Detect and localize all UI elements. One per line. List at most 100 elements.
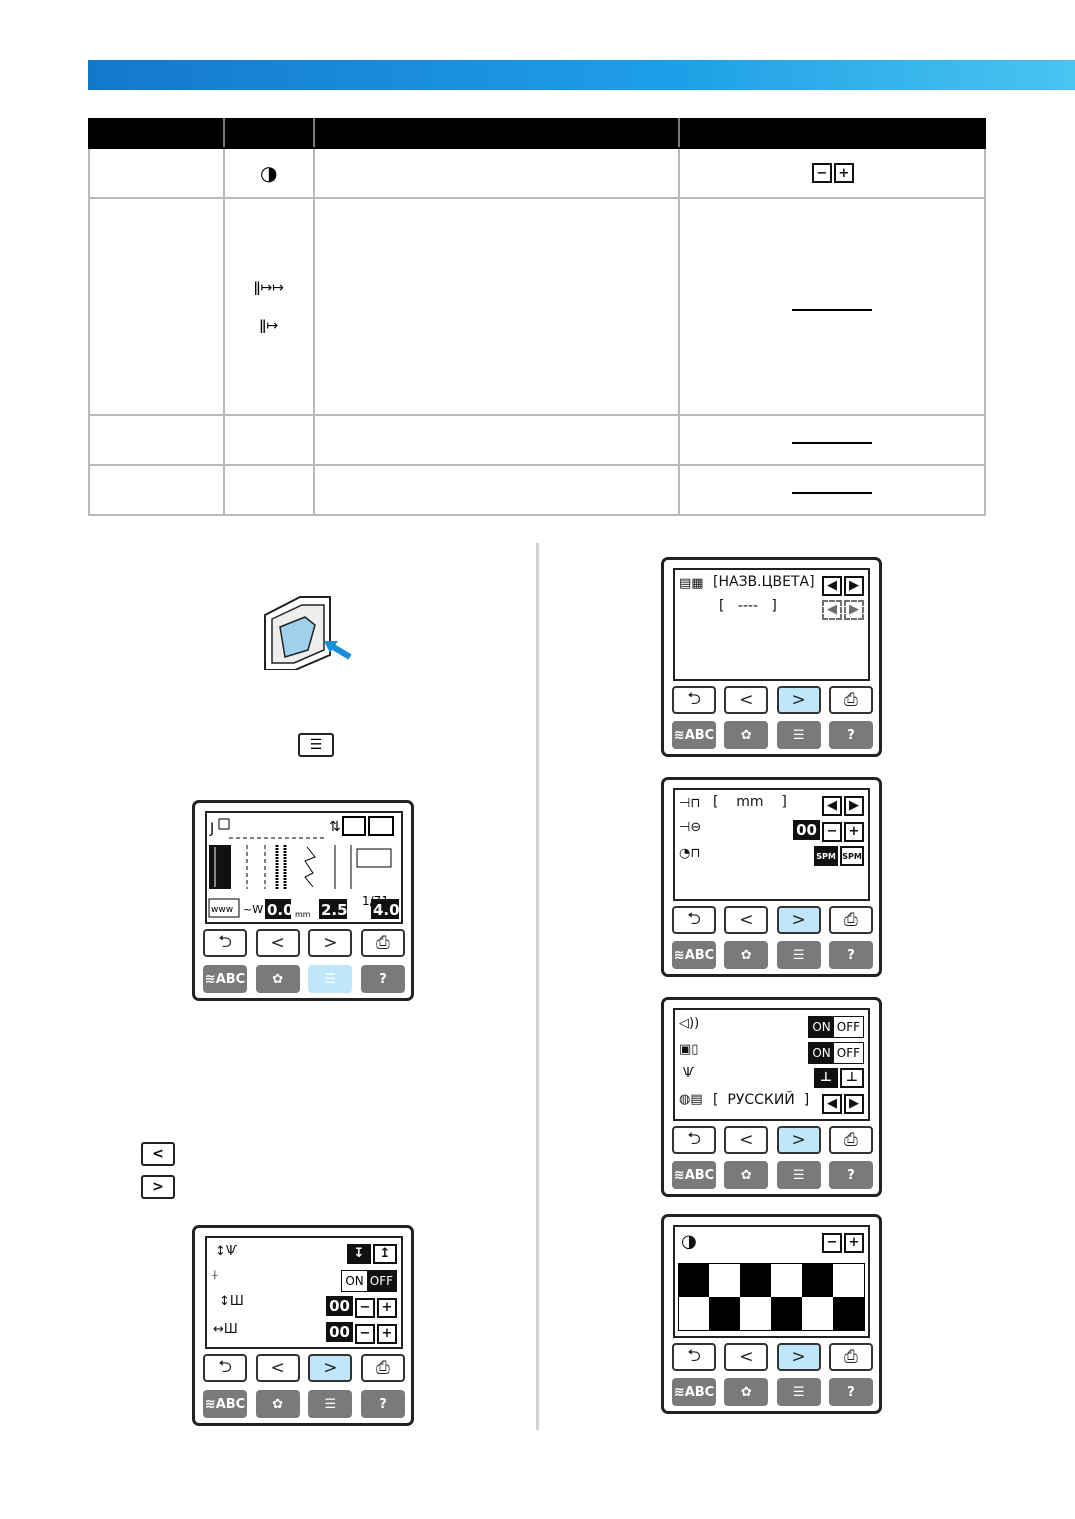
minus-button[interactable]: − <box>822 1232 842 1253</box>
minus-button[interactable]: − <box>355 1323 375 1344</box>
pivot-icon: ⍭ <box>211 1268 219 1283</box>
embroidery-button[interactable]: ✿ <box>724 1161 769 1189</box>
table-row <box>88 464 987 516</box>
right-arrow-button[interactable]: ▶ <box>844 575 864 596</box>
tension-icon: ⊣⊖ <box>679 820 702 835</box>
back-button[interactable]: ⮌ <box>672 906 716 934</box>
left-arrow-button[interactable]: ◀ <box>822 795 842 816</box>
svg-text:J: J <box>209 821 214 837</box>
utility-stitch-button[interactable]: ≋ABC <box>672 1378 716 1406</box>
help-button[interactable]: ? <box>360 1390 405 1418</box>
unit-value: [ mm ] <box>713 794 787 810</box>
thread-color-value: [ ---- ] <box>719 598 777 614</box>
horizontal-adjust-value: 00 <box>326 1322 353 1342</box>
save-button[interactable]: ⎙ <box>360 1354 405 1382</box>
minus-button[interactable]: − <box>355 1297 375 1318</box>
back-button[interactable]: ⮌ <box>672 1126 716 1154</box>
plus-button[interactable]: + <box>844 1232 864 1253</box>
spm-button[interactable]: SPM <box>814 846 838 866</box>
needle-up-down-toggle[interactable]: ↧↥ <box>345 1242 397 1264</box>
embroidery-button[interactable]: ✿ <box>724 941 769 969</box>
help-button[interactable]: ? <box>828 1378 873 1406</box>
save-button[interactable]: ⎙ <box>828 906 873 934</box>
utility-stitch-button[interactable]: ≋ABC <box>672 721 716 749</box>
help-button[interactable]: ? <box>360 965 405 993</box>
header-bar <box>88 60 1075 90</box>
save-button[interactable]: ⎙ <box>360 929 405 957</box>
prev-page-button[interactable]: < <box>724 1343 769 1371</box>
plus-button: + <box>833 163 854 183</box>
table-header-row <box>88 118 987 149</box>
next-page-button[interactable]: > <box>776 686 821 714</box>
embroidery-button[interactable]: ✿ <box>255 965 300 993</box>
save-button[interactable]: ⎙ <box>828 1343 873 1371</box>
help-button[interactable]: ? <box>828 941 873 969</box>
settings-button[interactable]: ☰ <box>776 721 821 749</box>
vertical-adjust-value: 00 <box>326 1296 353 1316</box>
next-page-button[interactable]: > <box>776 1126 821 1154</box>
help-button[interactable]: ? <box>828 1161 873 1189</box>
settings-button[interactable]: ☰ <box>776 941 821 969</box>
prev-page-button[interactable]: < <box>255 929 300 957</box>
stitch-select-display: J ⇅ 1/71 www ~W 0.0 mm 2.5 <box>208 816 400 919</box>
utility-stitch-button[interactable]: ≋ABC <box>672 1161 716 1189</box>
save-button[interactable]: ⎙ <box>828 686 873 714</box>
needle-position-icon: ǁ↦↦ <box>253 279 284 296</box>
right-arrow-button[interactable]: ▶ <box>844 1093 864 1114</box>
left-arrow-button[interactable]: ◀ <box>822 575 842 596</box>
horizontal-adjust-icon: ↔Ш <box>213 1322 238 1337</box>
table-row <box>88 414 987 466</box>
prev-page-button[interactable]: < <box>255 1354 300 1382</box>
dash-line <box>791 492 872 494</box>
next-page-button[interactable]: > <box>776 1343 821 1371</box>
save-button[interactable]: ⎙ <box>828 1126 873 1154</box>
right-arrow-button[interactable]: ▶ <box>844 795 864 816</box>
embroidery-unit-icon: ⊣⊓ <box>679 796 701 811</box>
next-page-button[interactable]: > <box>776 906 821 934</box>
table-row: ǁ↦↦ ǁ↦ <box>88 197 987 416</box>
next-button-icon: > <box>141 1175 175 1199</box>
needle-mode-toggle[interactable]: ⊥⊥ <box>812 1066 864 1088</box>
minus-button[interactable]: − <box>822 821 842 842</box>
back-button[interactable]: ⮌ <box>203 929 247 957</box>
settings-button[interactable]: ☰ <box>308 965 353 993</box>
minus-button: − <box>811 163 832 183</box>
power-switch-illustration <box>264 596 352 670</box>
settings-button[interactable]: ☰ <box>776 1378 821 1406</box>
plus-button[interactable]: + <box>377 1323 397 1344</box>
plus-button[interactable]: + <box>377 1297 397 1318</box>
sound-icon: ◁)) <box>679 1016 700 1031</box>
utility-stitch-button[interactable]: ≋ABC <box>203 1390 247 1418</box>
contrast-icon: ◑ <box>260 161 278 185</box>
left-arrow-button[interactable]: ◀ <box>822 1093 842 1114</box>
lcd-screen-color: ▤▦ [НАЗВ.ЦВЕТА] ◀▶ [ ---- ] ◀▶ ⮌ < > ⎙ ≋… <box>661 557 882 757</box>
settings-button[interactable]: ☰ <box>776 1161 821 1189</box>
back-button[interactable]: ⮌ <box>672 1343 716 1371</box>
prev-page-button[interactable]: < <box>724 906 769 934</box>
settings-button[interactable]: ☰ <box>308 1390 353 1418</box>
embroidery-button[interactable]: ✿ <box>724 1378 769 1406</box>
prev-page-button[interactable]: < <box>724 686 769 714</box>
prev-page-button[interactable]: < <box>724 1126 769 1154</box>
plus-button[interactable]: + <box>844 821 864 842</box>
right-arrow-button: ▶ <box>844 599 864 620</box>
language-value: [ РУССКИЙ ] <box>713 1092 810 1108</box>
embroidery-button[interactable]: ✿ <box>724 721 769 749</box>
back-button[interactable]: ⮌ <box>672 686 716 714</box>
spm-button[interactable]: SPM <box>840 846 864 866</box>
needle-position-icon: ǁ↦ <box>259 317 279 334</box>
utility-stitch-button[interactable]: ≋ABC <box>203 965 247 993</box>
lcd-screen-contrast: ◑ −+ ⮌ < > ⎙ ≋ABC ✿ ☰ ? <box>661 1214 882 1414</box>
back-button[interactable]: ⮌ <box>203 1354 247 1382</box>
next-page-button[interactable]: > <box>308 1354 353 1382</box>
utility-stitch-button[interactable]: ≋ABC <box>672 941 716 969</box>
embroidery-button[interactable]: ✿ <box>255 1390 300 1418</box>
next-page-button[interactable]: > <box>308 929 353 957</box>
help-button[interactable]: ? <box>828 721 873 749</box>
